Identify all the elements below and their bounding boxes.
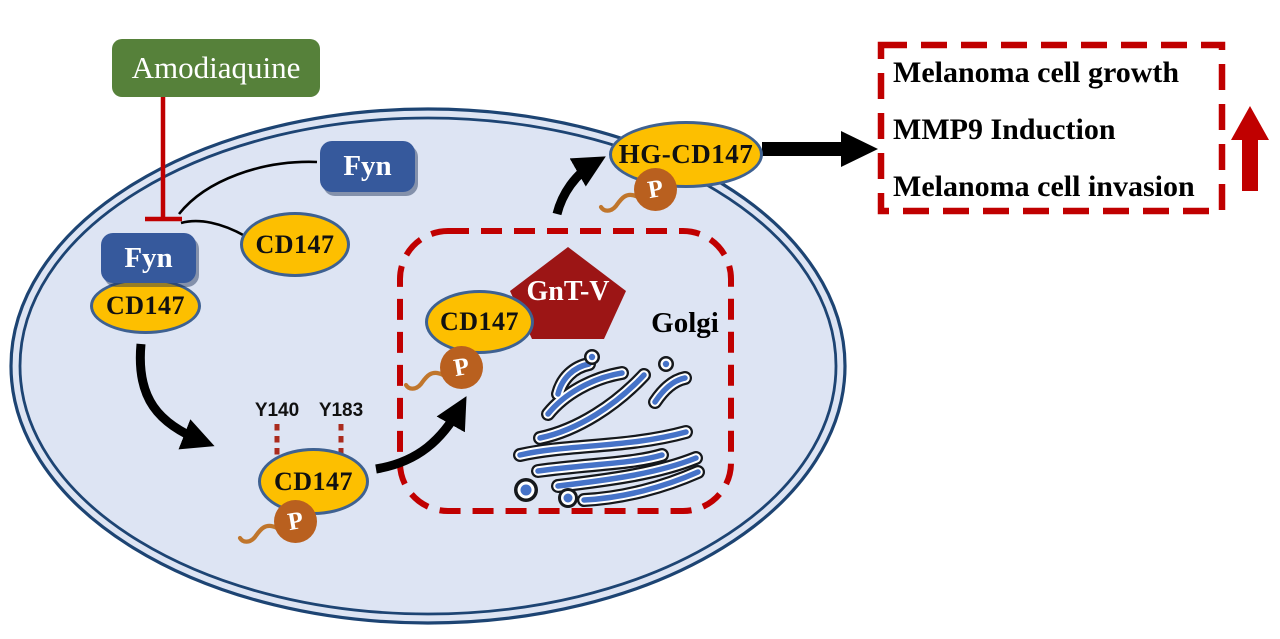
- line-cd147-to-complex: [180, 219, 246, 238]
- phosphate-badge: P: [440, 346, 483, 389]
- outcome-item: Melanoma cell invasion: [893, 170, 1195, 203]
- arrow-golgi-to-membrane: [552, 156, 606, 216]
- site-label-y140: Y140: [254, 400, 300, 421]
- fyn-complex-box: Fyn: [101, 233, 196, 283]
- cd147-phospho-ellipse: CD147: [258, 448, 369, 515]
- hg-cd147-ellipse: HG-CD147: [609, 121, 763, 188]
- arrow-complex-to-cd147: [135, 343, 215, 450]
- phosphate-label: P: [285, 506, 306, 536]
- arrow-cd147-to-golgi: [375, 396, 467, 474]
- cd147-complex-ellipse: CD147: [90, 278, 201, 334]
- gnt-v-pentagon: [510, 247, 626, 339]
- gnt-v-label: GnT-V: [526, 276, 610, 307]
- amodiaquine-box: Amodiaquine: [112, 39, 320, 97]
- outcome-item: MMP9 Induction: [893, 113, 1116, 146]
- phosphate-tail-icon: [403, 370, 446, 391]
- cd147-free-ellipse: CD147: [240, 212, 350, 277]
- outcome-item: Melanoma cell growth: [893, 56, 1180, 89]
- site-label-y183: Y183: [318, 400, 364, 421]
- golgi-apparatus-icon: [514, 349, 698, 508]
- outcome-box: [877, 41, 1226, 215]
- phosphate-label: P: [645, 174, 666, 204]
- line-fyn-to-complex: [177, 160, 318, 215]
- up-arrow-icon: [1231, 106, 1269, 191]
- phosphate-label: P: [451, 352, 472, 382]
- fyn-free-box: Fyn: [320, 141, 415, 192]
- arrow-to-outcomes-head: [841, 131, 878, 167]
- golgi-compartment-boundary: [397, 228, 734, 514]
- golgi-label: Golgi: [651, 306, 719, 339]
- golgi-cd147-ellipse: CD147: [425, 290, 534, 354]
- cell-membrane-inner: [18, 116, 838, 616]
- phosphate-tail-icon: [237, 523, 280, 544]
- phosphate-badge: P: [274, 500, 317, 543]
- phosphate-tail-icon: [598, 192, 641, 213]
- phosphate-badge: P: [634, 168, 677, 211]
